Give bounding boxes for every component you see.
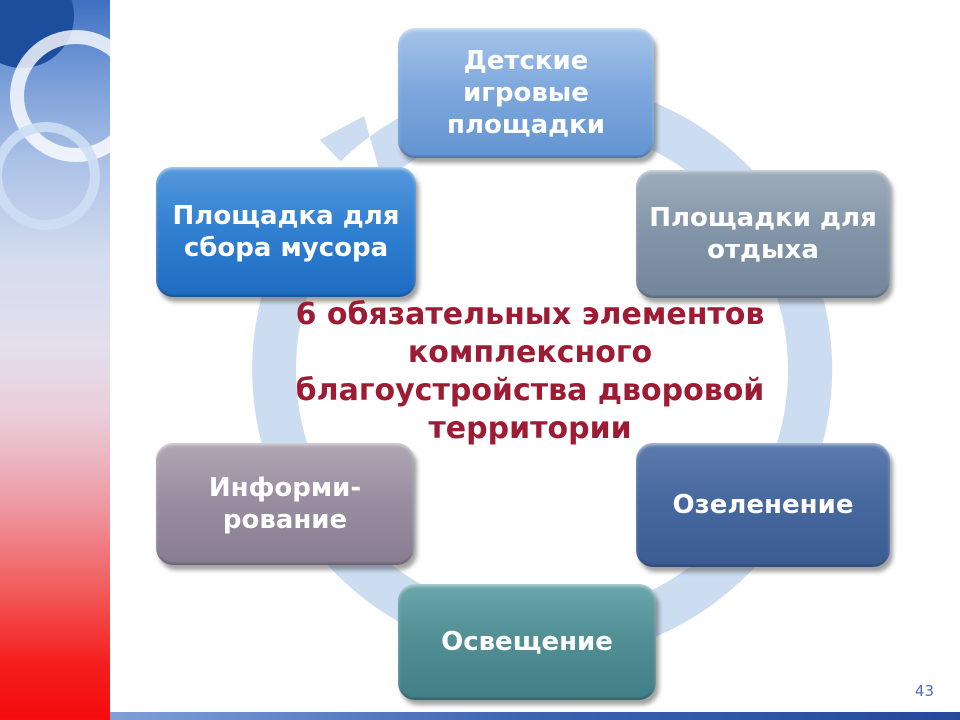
node-label-line: Освещение	[441, 627, 613, 657]
node-label-line: рование	[222, 505, 348, 535]
node-label-line: Озеленение	[672, 490, 854, 520]
page-number: 43	[914, 682, 934, 700]
diagram-title: 6 обязательных элементов комплексного бл…	[220, 296, 840, 448]
node-informing: Информи- рование	[156, 443, 414, 565]
diagram-title-line: 6 обязательных элементов	[295, 297, 765, 332]
node-children-playgrounds: Детские игровые площадки	[398, 28, 654, 158]
diagram-title-line: комплексного	[407, 335, 653, 370]
diagram-title-line: территории	[428, 411, 632, 446]
node-label-line: Детские	[463, 46, 589, 76]
node-label-line: сбора мусора	[183, 233, 389, 263]
node-greening: Озеленение	[636, 443, 890, 567]
decorative-ring-icon	[0, 122, 100, 230]
node-garbage-collection-area: Площадка для сбора мусора	[156, 167, 416, 297]
node-label-line: игровые	[463, 78, 589, 108]
node-label-line: Информи-	[208, 473, 362, 503]
node-label-line: отдыха	[707, 235, 819, 265]
node-label-line: Площадки для	[649, 203, 877, 233]
node-lighting: Освещение	[398, 584, 656, 700]
node-label-line: площадки	[446, 110, 606, 140]
sidebar-gradient-bar	[0, 0, 110, 720]
node-label-line: Площадка для	[172, 201, 400, 231]
diagram-title-line: благоустройства дворовой	[295, 373, 765, 408]
bottom-accent-bar	[110, 712, 960, 720]
node-rest-areas: Площадки для отдыха	[636, 170, 890, 298]
